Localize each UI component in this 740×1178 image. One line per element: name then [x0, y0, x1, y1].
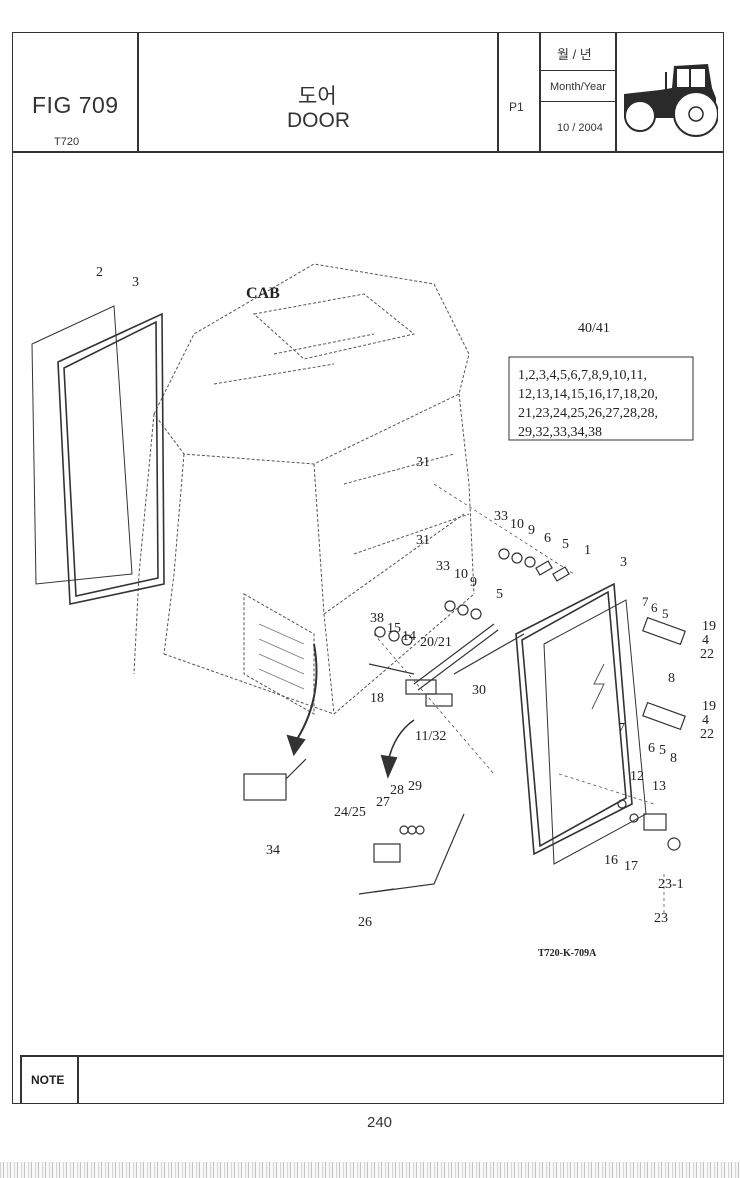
part-callout: 26	[358, 915, 372, 930]
part-callout: 16	[604, 853, 618, 868]
part-callout: 5	[662, 606, 669, 621]
part-callout: 6	[648, 741, 655, 756]
part-callout: 8	[670, 751, 677, 766]
part-callout: 38	[370, 611, 384, 626]
part-callout: 29	[408, 779, 422, 794]
part-callout: 8	[668, 671, 675, 686]
part-callout: 5	[659, 743, 666, 758]
note-row-top-line	[20, 1055, 724, 1057]
part-callout: 2	[96, 265, 103, 280]
door-lock-assembly	[243, 758, 681, 895]
part-callout: 30	[472, 683, 486, 698]
exploded-parts-diagram: CAB 40/41 1,2,3,4,5,6,7,8,9,10,11, 12,13…	[31, 263, 716, 959]
page-title: DOOR	[287, 109, 350, 132]
part-callout: 20/21	[420, 635, 452, 650]
part-callout: 19	[702, 699, 716, 714]
scan-edge	[0, 1162, 740, 1178]
part-callout: 33	[494, 509, 508, 524]
part-callout: 3	[620, 555, 627, 570]
tractor-icon	[624, 64, 718, 137]
part-callout: 27	[376, 795, 390, 810]
date-value: 10 / 2004	[557, 122, 603, 134]
note-row-divider	[77, 1055, 79, 1103]
page-number: 240	[367, 1114, 393, 1131]
header-divider	[539, 32, 541, 152]
part-callout: 28	[390, 783, 404, 798]
header-divider	[497, 32, 499, 152]
part-callout: 6	[544, 531, 551, 546]
part-callout: 13	[652, 779, 666, 794]
part-callout: 11/32	[415, 729, 446, 744]
part-callout: 12	[630, 769, 644, 784]
part-callout: 7	[642, 594, 649, 609]
part-callout: 4	[702, 713, 709, 728]
door-strut	[368, 623, 525, 707]
part-callout: 14	[402, 629, 416, 644]
date-cell-divider	[539, 70, 615, 71]
part-callout: 22	[700, 727, 714, 742]
part-callout: 9	[470, 575, 477, 590]
right-door-panel	[515, 582, 647, 865]
part-callout: 9	[528, 523, 535, 538]
part-callout: 1	[584, 543, 591, 558]
part-callout: 22	[700, 647, 714, 662]
part-callout: 5	[496, 587, 503, 602]
part-callout: 31	[416, 533, 430, 548]
header-bottom-line	[12, 151, 724, 153]
part-callout: 17	[624, 859, 638, 874]
part-callout: 18	[370, 691, 384, 706]
note-label: NOTE	[31, 1073, 65, 1087]
date-label-korean: 월 / 년	[557, 47, 592, 62]
part-callout: 23	[654, 911, 668, 926]
cab-outline	[133, 263, 475, 715]
left-door-panel	[31, 305, 165, 605]
date-cell-divider	[539, 101, 615, 102]
part-callout: 5	[562, 537, 569, 552]
leader-lines	[373, 483, 665, 914]
page-title-korean: 도어	[298, 85, 337, 108]
part-callout: 10	[510, 517, 524, 532]
part-callout: 33	[436, 559, 450, 574]
part-callout: 3	[132, 275, 139, 290]
figure-number: FIG 709	[32, 92, 119, 118]
part-callout: 15	[387, 621, 401, 636]
assembly-arrows	[286, 643, 415, 779]
note-row-left-line	[20, 1055, 22, 1103]
date-label: Month/Year	[550, 81, 606, 93]
part-callout: 23-1	[658, 877, 684, 892]
kit-contents-line: 12,13,14,15,16,17,18,20,	[518, 387, 658, 402]
cab-label: CAB	[246, 285, 280, 302]
kit-contents-line: 1,2,3,4,5,6,7,8,9,10,11,	[518, 368, 647, 383]
part-callout: 10	[454, 567, 468, 582]
kit-contents-line: 21,23,24,25,26,27,28,28,	[518, 406, 658, 421]
header-divider	[137, 32, 139, 152]
part-callout: 19	[702, 619, 716, 634]
page-frame	[12, 32, 724, 1104]
part-callout: 34	[266, 843, 280, 858]
part-callout: 31	[416, 455, 430, 470]
hinge-hardware	[374, 548, 686, 731]
part-callouts: 2 3 31 31 33 10 9 6 5 1 3 33 10 9 5 7 6 …	[96, 265, 716, 930]
part-callout: 24/25	[334, 805, 366, 820]
kit-number: 40/41	[578, 321, 610, 336]
cab-step-detail	[258, 623, 305, 690]
page-code: P1	[509, 100, 524, 114]
drawing-code: T720-K-709A	[538, 948, 597, 959]
model-code: T720	[54, 136, 80, 148]
kit-contents-box	[508, 356, 694, 441]
glass-reflection-mark	[591, 663, 605, 710]
part-callout: 4	[702, 633, 709, 648]
part-callout: 6	[651, 600, 658, 615]
part-callout: 7	[618, 721, 625, 736]
kit-contents-line: 29,32,33,34,38	[518, 425, 602, 440]
header-divider	[615, 32, 617, 152]
